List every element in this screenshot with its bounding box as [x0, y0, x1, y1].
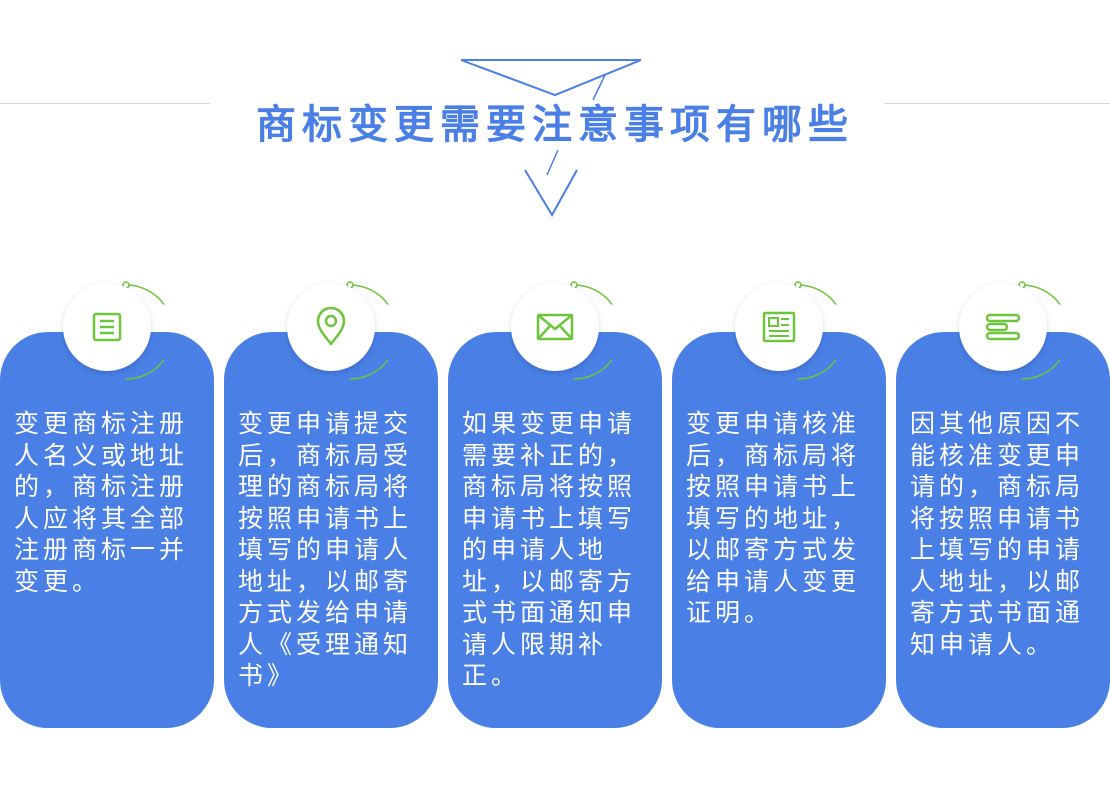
- icon-badge: [63, 283, 151, 371]
- card-background: [672, 332, 886, 728]
- card-3: 如果变更申请需要补正的，商标局将按照申请书上填写的申请人地址，以邮寄方式书面通知…: [448, 280, 662, 728]
- card-5: 因其他原因不能核准变更申请的，商标局将按照申请书上填写的申请人地址，以邮寄方式书…: [896, 280, 1110, 728]
- title-decoration: [460, 59, 642, 217]
- icon-badge: [511, 283, 599, 371]
- card-background: [224, 332, 438, 728]
- card-row: 变更商标注册人名义或地址的，商标注册人应将其全部注册商标一并变更。 变更申请提交…: [0, 280, 1110, 740]
- page-title: 商标变更需要注意事项有哪些: [256, 102, 854, 148]
- card-4: 变更申请核准后，商标局将按照申请书上填写的地址，以邮寄方式发给申请人变更证明。: [672, 280, 886, 728]
- card-text: 变更商标注册人名义或地址的，商标注册人应将其全部注册商标一并变更。: [14, 409, 189, 596]
- card-2: 变更申请提交后，商标局受理的商标局将按照申请书上填写的申请人地址，以邮寄方式发给…: [224, 280, 438, 728]
- card-background: [448, 332, 662, 728]
- list-document-icon: [92, 312, 122, 342]
- card-text: 变更申请核准后，商标局将按照申请书上填写的地址，以邮寄方式发给申请人变更证明。: [686, 409, 861, 627]
- card-background: [896, 332, 1110, 728]
- card-text: 因其他原因不能核准变更申请的，商标局将按照申请书上填写的申请人地址，以邮寄方式书…: [910, 409, 1085, 659]
- divider-left: [0, 103, 210, 104]
- icon-badge: [287, 283, 375, 371]
- newspaper-icon: [762, 311, 796, 343]
- card-text: 变更申请提交后，商标局受理的商标局将按照申请书上填写的申请人地址，以邮寄方式发给…: [238, 409, 413, 690]
- envelope-icon: [536, 313, 574, 341]
- card-1: 变更商标注册人名义或地址的，商标注册人应将其全部注册商标一并变更。: [0, 280, 214, 728]
- icon-badge: [959, 283, 1047, 371]
- card-background: [0, 332, 214, 728]
- divider-right: [884, 103, 1110, 104]
- card-text: 如果变更申请需要补正的，商标局将按照申请书上填写的申请人地址，以邮寄方式书面通知…: [462, 409, 637, 690]
- text-lines-icon: [985, 313, 1021, 341]
- location-pin-icon: [316, 307, 346, 346]
- header: 商标变更需要注意事项有哪些: [0, 0, 1110, 240]
- icon-badge: [735, 283, 823, 371]
